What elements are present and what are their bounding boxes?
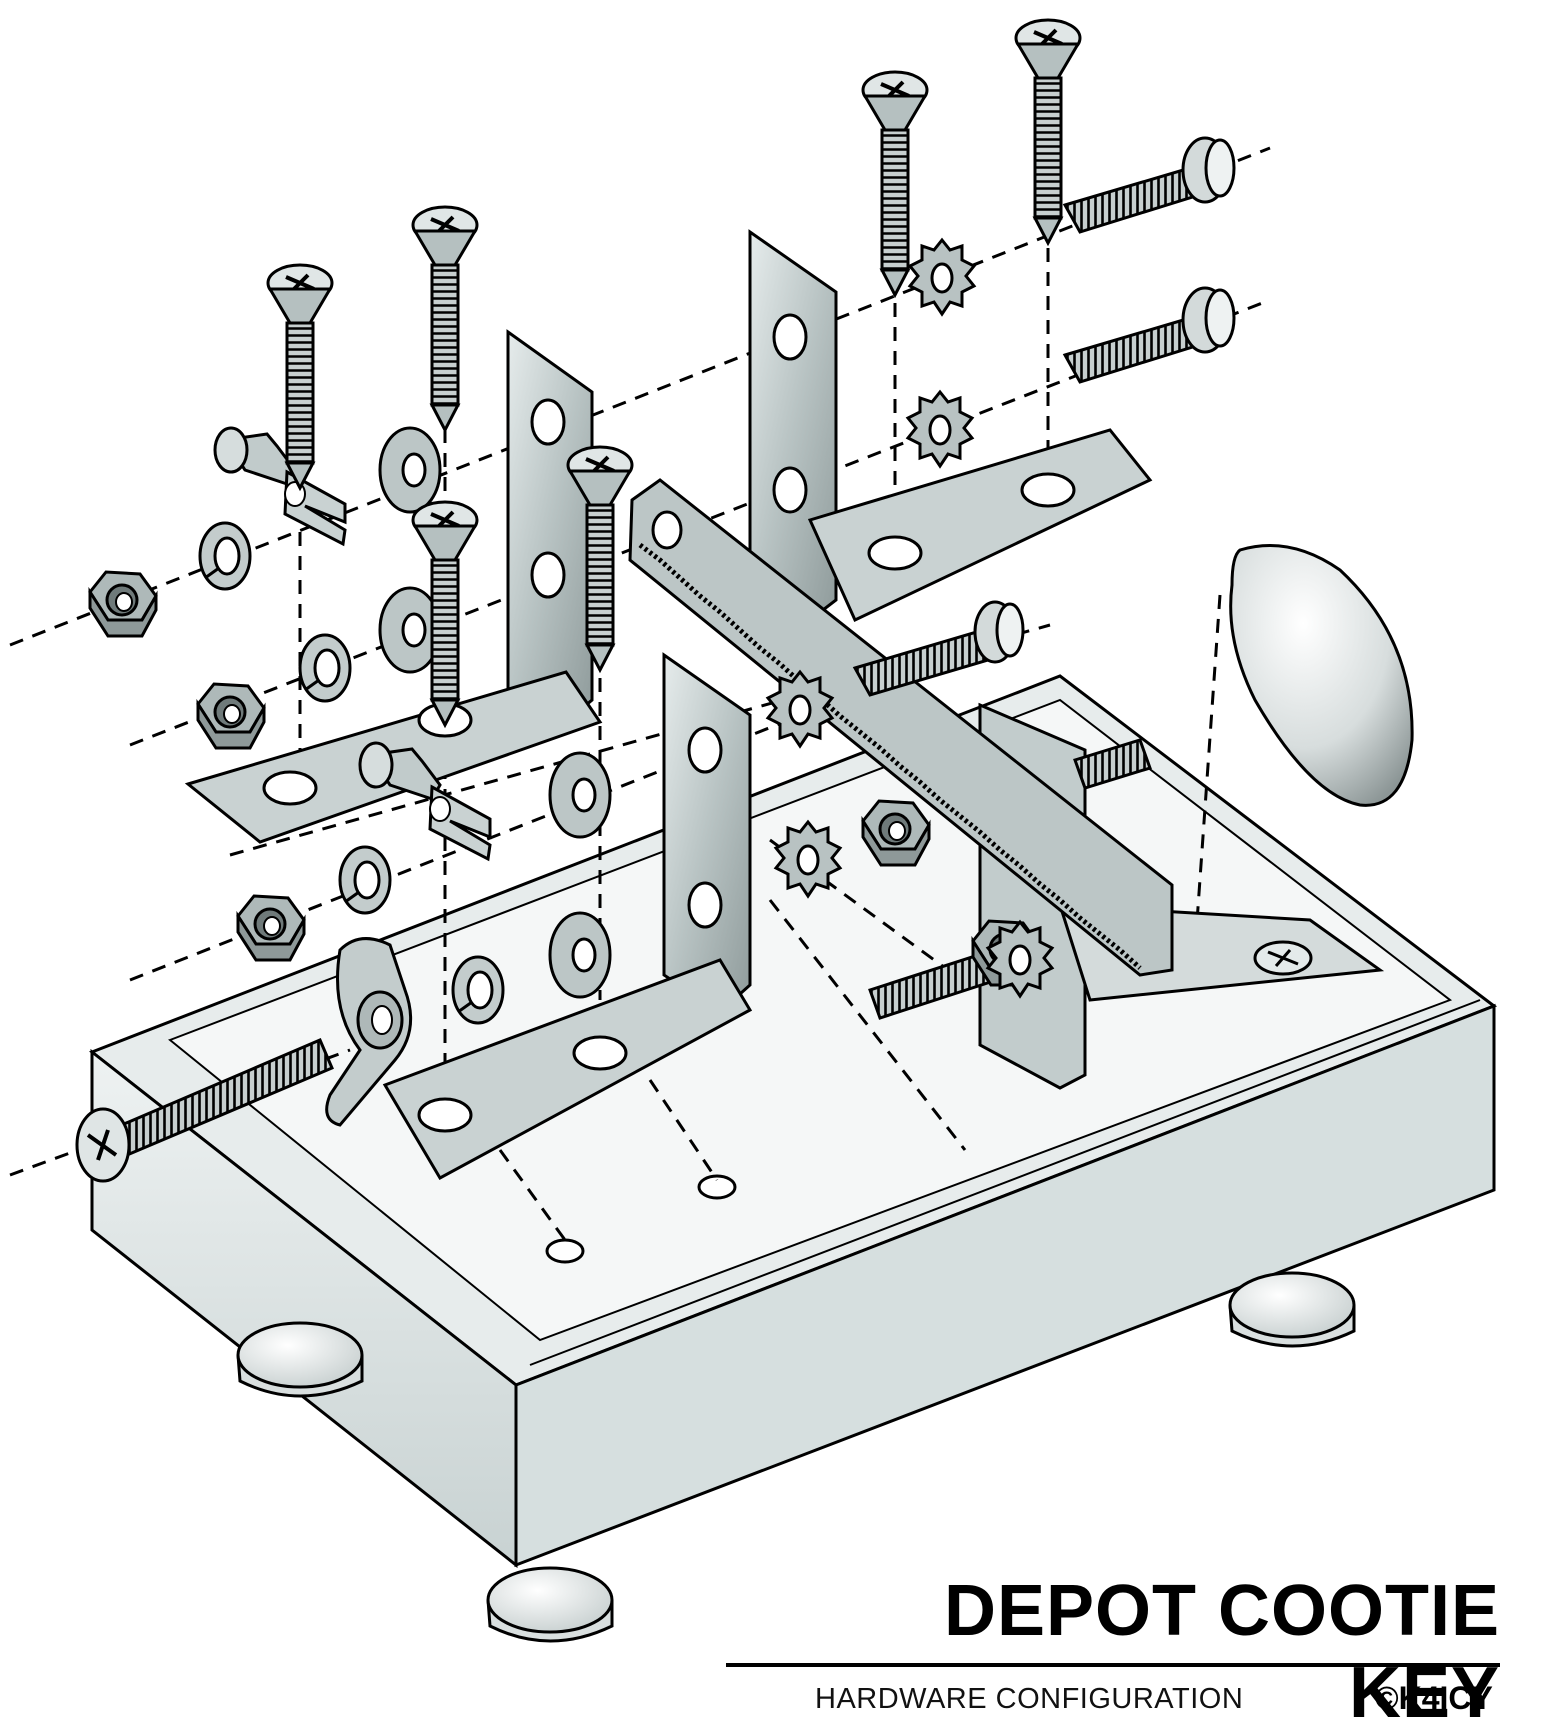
l-bracket-icon [748, 229, 1153, 623]
machine-screw-icon [75, 1038, 334, 1183]
knob-paddle-icon [1229, 544, 1414, 807]
rubber-foot-icon [486, 1566, 614, 1643]
lock-washer-icon [298, 633, 352, 703]
lock-washer-icon [451, 955, 505, 1025]
rubber-foot-icon [236, 1321, 364, 1398]
flat-washer-icon [548, 751, 612, 839]
machine-screw-icon [1073, 738, 1152, 790]
flat-washer-icon [378, 426, 442, 514]
machine-screw-icon [1062, 286, 1236, 384]
star-washer-icon [906, 390, 974, 468]
machine-screw-icon [1062, 136, 1236, 234]
l-bracket-icon [382, 652, 753, 1181]
flat-washer-icon [548, 911, 612, 999]
lock-washer-icon [338, 845, 392, 915]
hex-nut-icon [88, 570, 158, 638]
lock-washer-icon [198, 521, 252, 591]
rubber-foot-icon [1228, 1271, 1356, 1348]
wood-screw-icon [411, 205, 479, 432]
copyright-credit: ©K4ICY [1375, 1680, 1493, 1716]
wing-nut-icon [325, 937, 413, 1127]
hacksaw-blade-lever-icon [628, 478, 1174, 977]
diagram-subtitle: HARDWARE CONFIGURATION [815, 1683, 1244, 1715]
hex-nut-icon [236, 894, 306, 962]
title-divider [726, 1663, 1500, 1667]
machine-screw-icon [852, 600, 1025, 697]
star-washer-icon [908, 238, 976, 316]
hex-nut-icon [196, 682, 266, 750]
